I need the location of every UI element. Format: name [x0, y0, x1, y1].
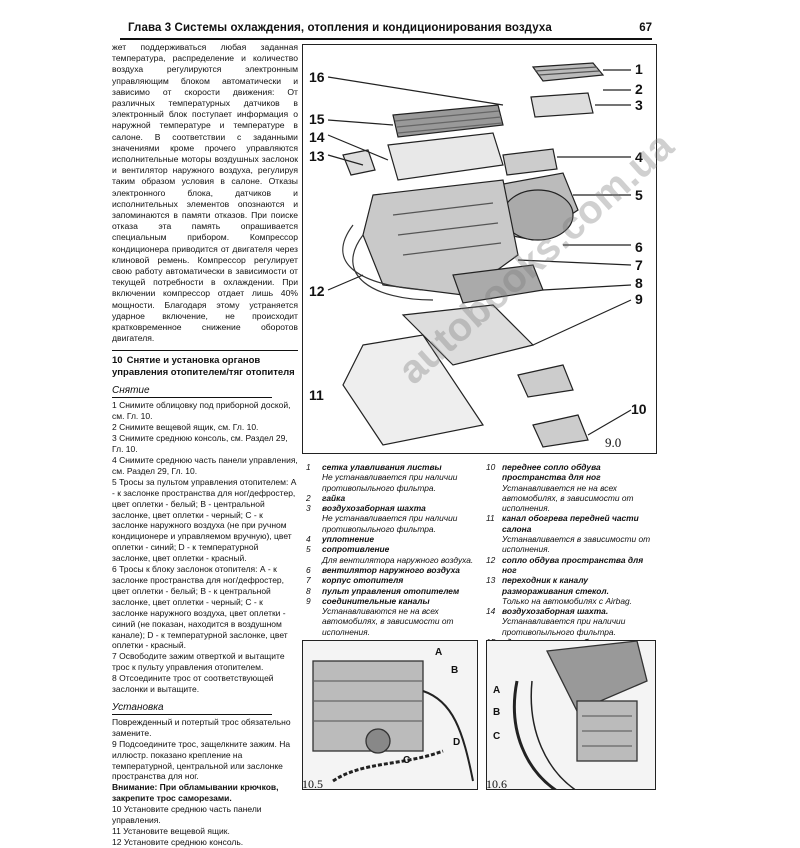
callout-2: 2 [635, 81, 643, 97]
install-step: Внимание: При обламывании крючков, закре… [112, 782, 279, 804]
removal-step: 1 Снимите облицовку под приборной доской… [112, 400, 291, 422]
callout-13: 13 [309, 148, 325, 164]
photo-10-6: A B C [486, 640, 656, 790]
install-step: 9 Подсоедините трос, защелкните зажим. Н… [112, 738, 291, 782]
photo-label-b: B [451, 665, 459, 676]
removal-steps: 1 Снимите облицовку под приборной доской… [112, 400, 298, 694]
callout-11: 11 [309, 387, 324, 403]
callout-3: 3 [635, 97, 643, 113]
photo-10-5-drawing [312, 660, 474, 783]
install-step: 12 Установите среднюю консоль. [112, 836, 244, 847]
photo-label-d: D [453, 737, 461, 748]
removal-step: 2 Снимите вещевой ящик, см. Гл. 10. [112, 422, 259, 433]
intro-paragraph: жет поддерживаться любая заданная темпер… [112, 42, 298, 344]
photo-label-a: A [493, 685, 501, 696]
install-step: 10 Установите среднюю часть панели управ… [112, 804, 262, 826]
photo-10-6-drawing [512, 641, 648, 789]
install-step: 11 Установите вещевой ящик. [112, 826, 230, 837]
removal-step: 8 Отсоедините трос от соответствующей за… [112, 673, 274, 695]
removal-step: 7 Освободите зажим отверткой и вытащите … [112, 651, 285, 673]
removal-step: 4 Снимите среднюю часть панели управлени… [112, 455, 298, 476]
callout-16: 16 [309, 69, 325, 85]
callout-5: 5 [635, 187, 643, 203]
photo-caption-10-5: 10.5 [302, 777, 323, 791]
photo-label-a: A [435, 647, 443, 658]
removal-step: 3 Снимите среднюю консоль, см. Раздел 29… [112, 433, 288, 455]
photo-caption-10-6: 10.6 [486, 777, 507, 791]
install-heading: Установка [112, 702, 272, 715]
callout-8: 8 [635, 275, 643, 291]
callout-15: 15 [309, 111, 325, 127]
callout-9: 9 [635, 291, 643, 307]
heater-exploded-diagram: 1 2 3 4 5 6 7 8 9 10 11 12 13 14 15 16 9… [302, 44, 657, 454]
removal-step: 5 Тросы за пультом управления отопителем… [112, 476, 297, 564]
removal-step: 6 Тросы к блоку заслонок отопителя: А - … [112, 564, 288, 651]
photo-label-c: C [403, 755, 411, 766]
callout-6: 6 [635, 239, 643, 255]
section-heading: 10 Снятие и установка органов управления… [112, 350, 298, 378]
page-number: 67 [639, 22, 652, 34]
callout-4: 4 [635, 149, 643, 165]
callout-7: 7 [635, 257, 643, 273]
install-steps: Поврежденный и потертый трос обязательно… [112, 717, 298, 848]
chapter-title: Глава 3 Системы охлаждения, отопления и … [128, 22, 552, 34]
heater-drawing [327, 62, 632, 448]
left-column: жет поддерживаться любая заданная темпер… [112, 42, 298, 848]
callout-10: 10 [631, 401, 647, 417]
callout-12: 12 [309, 283, 325, 299]
removal-heading: Снятие [112, 385, 272, 399]
page-header: Глава 3 Системы охлаждения, отопления и … [120, 22, 652, 40]
photo-label-b: B [493, 707, 501, 718]
photo-10-5: A B C D [302, 640, 478, 790]
callout-14: 14 [309, 129, 325, 145]
install-step: Поврежденный и потертый трос обязательно… [112, 716, 291, 738]
figure-number: 9.0 [605, 435, 622, 450]
photo-label-c: C [493, 731, 501, 742]
section-number: 10 [112, 355, 123, 367]
section-title: Снятие и установка органов управления от… [112, 355, 295, 378]
callout-1: 1 [635, 61, 643, 77]
